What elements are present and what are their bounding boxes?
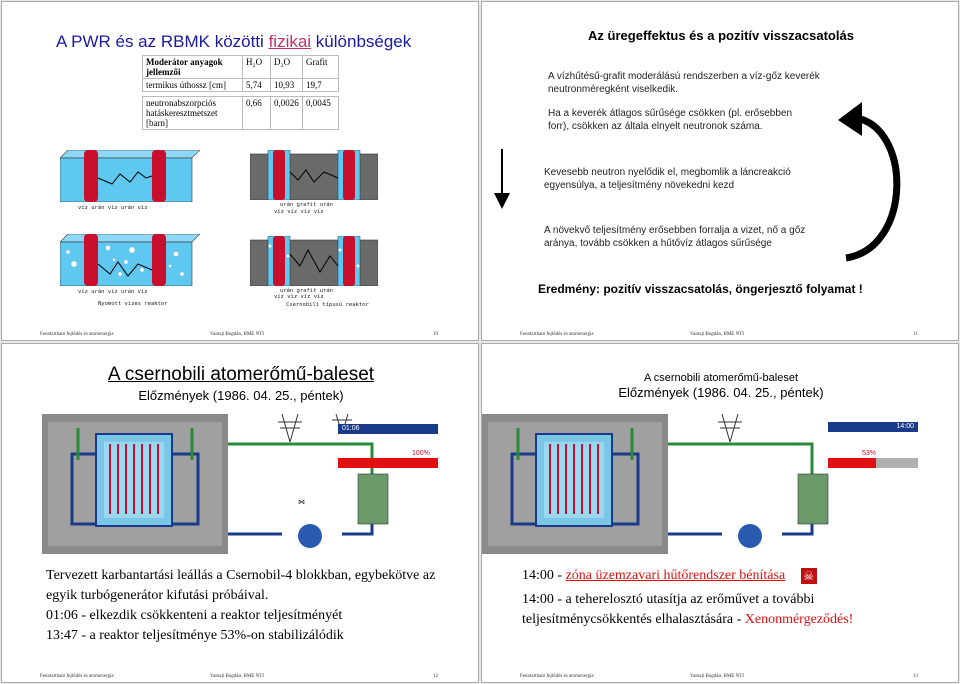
rbmk-caption: Csernobili típusú reaktor bbox=[286, 302, 369, 308]
pylon-icon bbox=[718, 414, 742, 443]
slide-title: A csernobili atomerőmű-baleset bbox=[107, 364, 375, 385]
slide-title: A csernobili atomerőmű-baleset bbox=[643, 372, 799, 384]
slide-subtitle: Előzmények (1986. 04. 25., péntek) bbox=[138, 388, 344, 403]
moderator-table: Moderátor anyagok jellemzői H₂O D₂O Graf… bbox=[142, 55, 339, 130]
body-text: Tervezett karbantartási leállás a Cserno… bbox=[46, 566, 446, 646]
fuel-rod bbox=[152, 150, 166, 202]
warning-text: Xenonmérgeződés! bbox=[744, 612, 854, 627]
slide-chernobyl-12: A csernobili atomerőmű-baleset Előzménye… bbox=[1, 343, 479, 683]
reactor-core bbox=[95, 433, 173, 527]
time-box: 01:06 bbox=[338, 424, 438, 434]
pylon-icon bbox=[278, 414, 302, 443]
table-cell: 5,74 bbox=[242, 78, 271, 92]
plant-schematic: ⋈ bbox=[42, 414, 389, 554]
footer-author: Yamaji Bogdán, BME NTI bbox=[210, 332, 264, 337]
table-row-label: termikus úthossz [cm] bbox=[142, 78, 243, 92]
footer-author: Yamaji Bogdán, BME NTI bbox=[690, 332, 744, 337]
paragraph: Kevesebb neutron nyelődik el, megbomlik … bbox=[544, 167, 791, 191]
material-labels: víz víz víz víz bbox=[274, 209, 324, 215]
footer-course: Fenntartható fejlődés és atomenergia bbox=[520, 674, 594, 679]
footer-course: Fenntartható fejlődés és atomenergia bbox=[520, 332, 594, 337]
footer-course: Fenntartható fejlődés és atomenergia bbox=[40, 332, 114, 337]
table-cell: 0,66 bbox=[242, 96, 271, 130]
power-label: 53% bbox=[862, 450, 877, 457]
title-link[interactable]: fizikai bbox=[268, 32, 312, 51]
table-cell: 0,0026 bbox=[270, 96, 303, 130]
table-cell: 10,93 bbox=[270, 78, 303, 92]
footer-author: Yamaji Bogdán, BME NTI bbox=[210, 674, 264, 679]
power-label: 100% bbox=[412, 450, 430, 457]
pump-icon bbox=[738, 524, 762, 548]
slide-chernobyl-13: A csernobili atomerőmű-baleset Előzménye… bbox=[481, 343, 959, 683]
text-line: 14:00 - a teherelosztó utasítja az erőmű… bbox=[522, 592, 854, 627]
paragraph: A növekvő teljesítmény erősebben forralj… bbox=[544, 225, 806, 249]
table-header-d2o: D₂O bbox=[270, 55, 303, 79]
body-text: 14:00 - zóna üzemzavari hűtőrendszer bén… bbox=[522, 566, 942, 630]
warning-text: zóna üzemzavari hűtőrendszer bénítása bbox=[565, 568, 786, 583]
footer-course: Fenntartható fejlődés és atomenergia bbox=[40, 674, 114, 679]
slide-void-effect: Az üregeffektus és a pozitív visszacsato… bbox=[481, 1, 959, 341]
paragraph: Ha a keverék átlagos sűrűsége csökken (p… bbox=[548, 108, 793, 132]
material-labels: urán grafit urán bbox=[280, 288, 333, 294]
table-header-label: Moderátor anyagok jellemzői bbox=[142, 55, 243, 79]
arrow-down-icon bbox=[494, 149, 510, 209]
material-labels: víz urán víz urán víz bbox=[78, 205, 148, 211]
page-number: 12 bbox=[433, 674, 438, 679]
fuel-rod bbox=[84, 150, 98, 202]
turbine-icon bbox=[357, 473, 389, 525]
page-number: 10 bbox=[433, 332, 438, 337]
paragraph: A vízhűtésű-grafit moderálású rendszerbe… bbox=[548, 71, 820, 95]
page-number: 13 bbox=[913, 674, 918, 679]
svg-text:⋈: ⋈ bbox=[298, 499, 305, 506]
slide-title: Az üregeffektus és a pozitív visszacsato… bbox=[588, 28, 854, 43]
skull-icon: ☠ bbox=[800, 567, 817, 584]
slide-subtitle: Előzmények (1986. 04. 25., péntek) bbox=[618, 385, 824, 400]
pwr-diagram-bottom bbox=[60, 234, 200, 286]
power-bar-fill bbox=[338, 458, 438, 468]
material-labels: víz urán víz urán víz bbox=[78, 289, 148, 295]
text-line: Tervezett karbantartási leállás a Cserno… bbox=[46, 568, 436, 603]
power-bar bbox=[828, 458, 918, 468]
text-line: 01:06 - elkezdik csökkenteni a reaktor t… bbox=[46, 608, 343, 623]
material-labels: víz víz víz víz bbox=[274, 294, 324, 300]
footer-author: Yamaji Bogdán, BME NTI bbox=[690, 674, 744, 679]
slide-title: A PWR és az RBMK közötti fizikai különbs… bbox=[56, 32, 412, 51]
rbmk-diagram-bottom bbox=[250, 236, 378, 286]
time-box: 14:00 bbox=[828, 422, 918, 432]
text-line: 14:00 - zóna üzemzavari hűtőrendszer bén… bbox=[522, 566, 942, 586]
material-labels: urán grafit urán bbox=[280, 202, 333, 208]
table-header-grafit: Grafit bbox=[302, 55, 339, 79]
power-bar bbox=[338, 458, 438, 468]
pwr-caption: Nyomott vizes reaktor bbox=[98, 301, 168, 307]
table-header-h2o: H₂O bbox=[242, 55, 271, 79]
power-bar-fill bbox=[828, 458, 876, 468]
table-cell: 0,0045 bbox=[302, 96, 339, 130]
rbmk-diagram-top bbox=[250, 150, 378, 200]
text-line: 13:47 - a reaktor teljesítménye 53%-on s… bbox=[46, 628, 344, 643]
page-number: 11 bbox=[913, 332, 918, 337]
result-text: Eredmény: pozitív visszacsatolás, öngerj… bbox=[538, 282, 863, 296]
feedback-loop-arrow-icon bbox=[838, 102, 901, 262]
turbine-icon bbox=[797, 473, 829, 525]
plant-schematic bbox=[482, 414, 829, 554]
table-cell: 19,7 bbox=[302, 78, 339, 92]
pwr-diagram-top bbox=[60, 150, 200, 202]
slide-pwr-rbmk: A PWR és az RBMK közötti fizikai különbs… bbox=[1, 1, 479, 341]
pump-icon bbox=[298, 524, 322, 548]
table-row-label: neutronabszorpciós hatáskeresztmetszet [… bbox=[142, 96, 243, 130]
